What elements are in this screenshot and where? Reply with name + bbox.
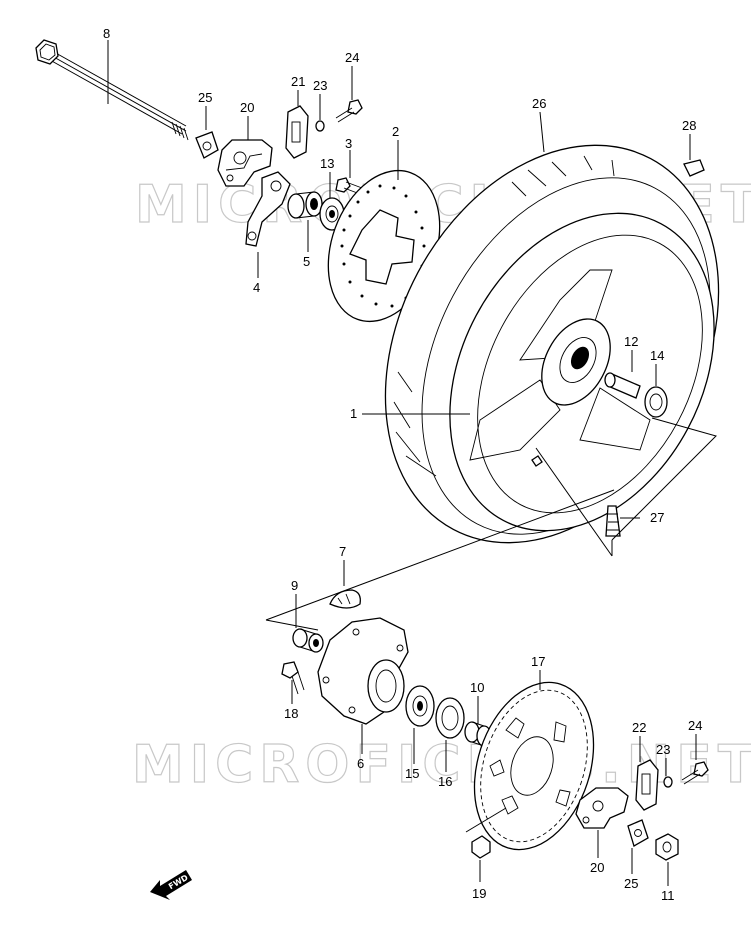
label-23-top: 23 — [313, 78, 327, 93]
part-number-labels: 8 25 20 21 23 24 3 2 13 5 4 26 28 12 14 … — [103, 26, 702, 903]
label-26: 26 — [532, 96, 546, 111]
label-22: 22 — [632, 720, 646, 735]
washer-part-23-top — [315, 120, 325, 132]
label-15: 15 — [405, 766, 419, 781]
label-25-top: 25 — [198, 90, 212, 105]
label-14: 14 — [650, 348, 664, 363]
bolt-part-24-bottom — [681, 761, 709, 785]
label-10: 10 — [470, 680, 484, 695]
label-20-top: 20 — [240, 100, 254, 115]
nut-part-19 — [471, 835, 491, 859]
label-13: 13 — [320, 156, 334, 171]
chain-adjuster-part-20-bottom — [575, 787, 629, 829]
adjuster-block-part-21 — [285, 105, 309, 159]
label-18: 18 — [284, 706, 298, 721]
nut-part-11 — [655, 833, 679, 861]
label-3: 3 — [345, 136, 352, 151]
chain-adjuster-part-20-top — [217, 139, 273, 187]
balance-weight-part-28 — [683, 159, 705, 177]
label-20-bottom: 20 — [590, 860, 604, 875]
label-2: 2 — [392, 124, 399, 139]
label-5: 5 — [303, 254, 310, 269]
label-12: 12 — [624, 334, 638, 349]
label-24-bottom: 24 — [688, 718, 702, 733]
label-17: 17 — [531, 654, 545, 669]
damper-part-7 — [329, 589, 361, 609]
label-24-top: 24 — [345, 50, 359, 65]
washer-part-23-bottom — [663, 776, 673, 788]
label-4: 4 — [253, 280, 260, 295]
label-28: 28 — [682, 118, 696, 133]
label-11: 11 — [661, 888, 675, 903]
oil-seal-part-16 — [435, 697, 465, 739]
leader-lines-lower — [291, 560, 697, 886]
axle-part-8 — [35, 39, 189, 141]
sprocket-hub-part-6 — [317, 617, 409, 725]
label-7: 7 — [339, 544, 346, 559]
spacer-part-12 — [604, 372, 641, 399]
rear-sprocket-part-17 — [473, 681, 595, 851]
label-27: 27 — [650, 510, 664, 525]
adjuster-block-part-22 — [635, 759, 659, 811]
caliper-bracket-part-4 — [245, 171, 291, 247]
bearing-part-15 — [405, 685, 435, 727]
label-21: 21 — [291, 74, 305, 89]
label-8: 8 — [103, 26, 110, 41]
wheel-part-1 — [449, 212, 715, 532]
label-1: 1 — [350, 406, 357, 421]
label-23-bottom: 23 — [656, 742, 670, 757]
oil-seal-part-14 — [644, 386, 668, 418]
valve-part-27 — [605, 505, 621, 537]
label-6: 6 — [357, 756, 364, 771]
fwd-arrow-icon: FWD — [150, 870, 192, 900]
adjuster-plate-part-25-top — [195, 131, 219, 159]
bolt-part-18 — [281, 661, 305, 695]
label-16: 16 — [438, 774, 452, 789]
spacer-part-5 — [287, 191, 323, 219]
label-19: 19 — [472, 886, 486, 901]
adjuster-plate-part-25-bottom — [627, 819, 649, 847]
label-9: 9 — [291, 578, 298, 593]
label-25-bottom: 25 — [624, 876, 638, 891]
leader-lines-upper — [107, 40, 717, 631]
collar-part-9 — [292, 628, 324, 653]
bolt-part-24-top — [335, 99, 363, 123]
